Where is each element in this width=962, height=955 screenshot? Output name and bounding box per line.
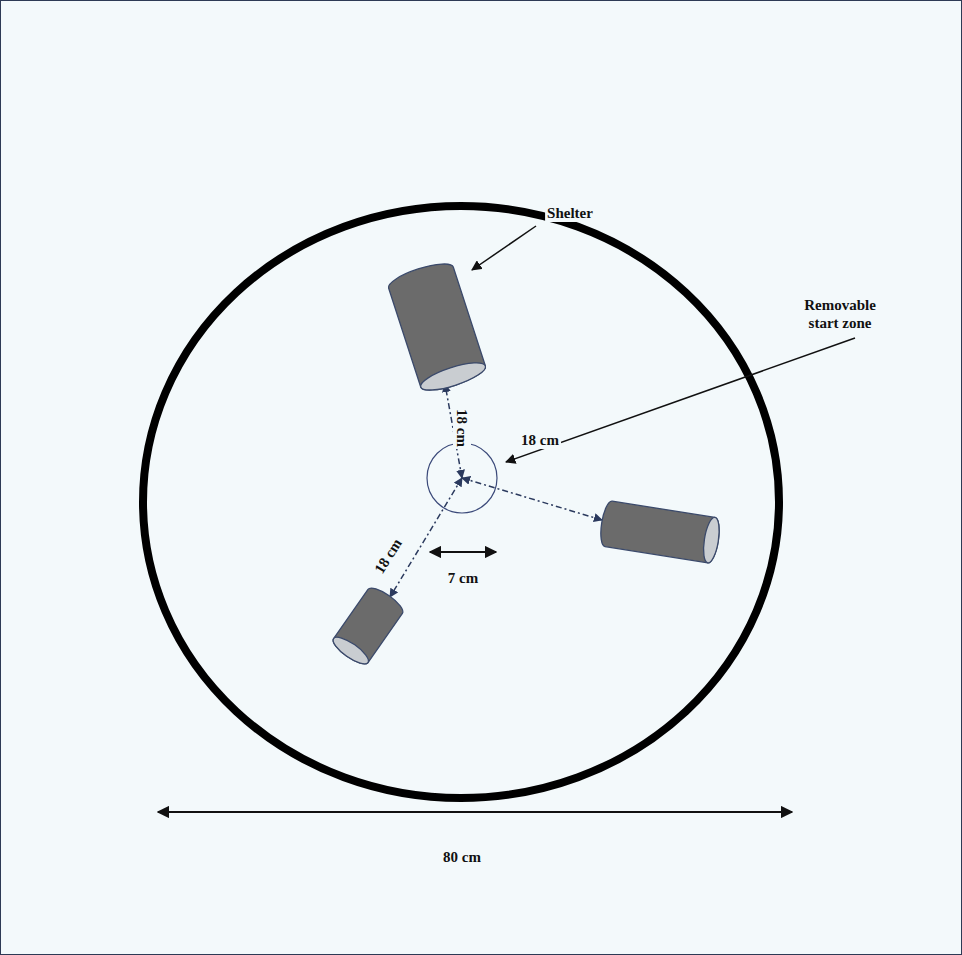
dimension-label: 7 cm — [446, 569, 480, 587]
dimension-label: 18 cm — [453, 407, 471, 449]
leader-line — [472, 226, 536, 270]
callout-label: Shelter — [545, 204, 595, 222]
dimension-label: 18 cm — [519, 431, 561, 449]
dimension-line — [430, 551, 496, 553]
dimension-line — [158, 811, 792, 813]
shelter-cylinder — [330, 584, 407, 669]
arena-wall — [143, 206, 779, 798]
dimension-label: 80 cm — [441, 848, 483, 866]
callout-label: Removable start zone — [788, 296, 892, 332]
shelter-cylinder — [598, 500, 722, 564]
leader-line — [506, 338, 855, 462]
shelter-cylinder — [386, 258, 488, 395]
distance-lines — [390, 384, 602, 597]
